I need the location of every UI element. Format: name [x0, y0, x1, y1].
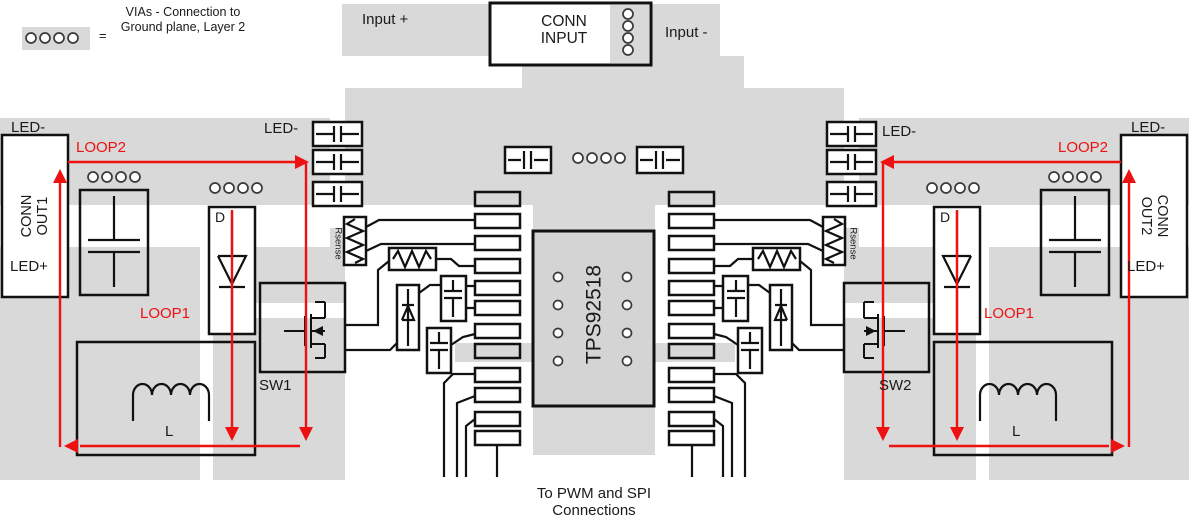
traces: [345, 218, 499, 477]
chip-part-number: TPS92518: [582, 264, 606, 365]
inductor-label-right: L: [1012, 423, 1021, 440]
via-row-center: [572, 152, 626, 164]
small-diode-symbol: [400, 289, 416, 346]
current-loop-lines: [58, 160, 308, 448]
rsense-zigzag: [344, 218, 366, 264]
component-outlines: [0, 120, 468, 457]
arrow-down: [225, 427, 239, 441]
arrow-left: [64, 439, 78, 453]
sw2-label: SW2: [879, 377, 912, 394]
current-loop-arrowheads: [53, 155, 313, 453]
conn-out-box: [0, 133, 70, 299]
capacitor-symbol: [316, 186, 359, 202]
chip-pad: [473, 190, 522, 208]
input-cap-pair: [503, 145, 685, 175]
capacitor-symbol: [316, 154, 359, 170]
footer-text: To PWM and SPI Connections: [536, 485, 652, 519]
legend-via-row: [25, 32, 79, 44]
chip-pad: [473, 299, 522, 317]
via-rows: [87, 171, 263, 194]
conn-out1-label: CONN OUT1: [19, 194, 51, 238]
chip-pad: [473, 342, 522, 360]
via-row-input: [622, 8, 634, 56]
inductor-symbol: [131, 382, 211, 421]
capacitor-symbol: [508, 151, 548, 169]
capacitor-symbol: [640, 151, 680, 169]
conn-input-label: CONN INPUT: [540, 13, 588, 47]
chip-vias: [552, 271, 633, 367]
loop2-label-left: LOOP2: [76, 139, 127, 156]
capacitor-symbol: [430, 332, 448, 369]
layout-half-left: [0, 118, 522, 480]
chip-pad: [473, 410, 522, 428]
led-minus-caps-label-right: LED-: [882, 123, 917, 140]
chip-pad: [473, 257, 522, 275]
diode-label-left: D: [215, 209, 226, 225]
chip-pad: [473, 429, 522, 447]
chip-pad: [473, 234, 522, 252]
conn-input-connector: [488, 1, 653, 67]
input-minus-label: Input -: [665, 24, 708, 41]
arrow-up: [53, 169, 67, 183]
conn-out1-led-plus: LED+: [10, 258, 48, 275]
chip-pad-column: [473, 190, 522, 447]
chip-tps92518: [531, 229, 656, 408]
rsense-label-left: Rsense: [332, 227, 344, 260]
inductor-label-left: L: [165, 423, 174, 440]
resistor-zigzag: [392, 248, 432, 270]
capacitor-symbol: [88, 196, 140, 287]
input-plus-label: Input +: [362, 11, 409, 28]
arrow-down: [299, 427, 313, 441]
rsense-label-right: Rsense: [847, 227, 859, 260]
conn-out2-led-minus: LED-: [1131, 119, 1166, 136]
loop2-label-right: LOOP2: [1058, 139, 1109, 156]
mosfet-symbol: [284, 301, 326, 359]
chip-pad: [473, 279, 522, 297]
switch-box: [258, 281, 347, 374]
arrow-right: [295, 155, 309, 169]
plane-gaps-center: [521, 205, 668, 455]
legend-equals: =: [99, 28, 107, 43]
chip-pad: [473, 212, 522, 230]
chip-pad: [473, 366, 522, 384]
loop1-label-left: LOOP1: [140, 305, 191, 322]
loop1-label-right: LOOP1: [984, 305, 1035, 322]
capacitor-symbol: [444, 280, 462, 317]
conn-out1-led-minus: LED-: [11, 119, 46, 136]
chip-pad: [473, 322, 522, 340]
sw1-label: SW1: [259, 377, 292, 394]
inductor-box: [75, 340, 257, 457]
diode-label-right: D: [940, 209, 951, 225]
chip-pad: [473, 386, 522, 404]
legend-text: VIAs - Connection to Ground plane, Layer…: [120, 5, 246, 34]
led-minus-caps-label-left: LED-: [264, 120, 299, 137]
output-cap-box: [78, 188, 150, 297]
conn-out2-led-plus: LED+: [1127, 258, 1165, 275]
conn-out2-label: CONN OUT2: [1138, 194, 1170, 238]
capacitor-symbol: [316, 126, 359, 142]
